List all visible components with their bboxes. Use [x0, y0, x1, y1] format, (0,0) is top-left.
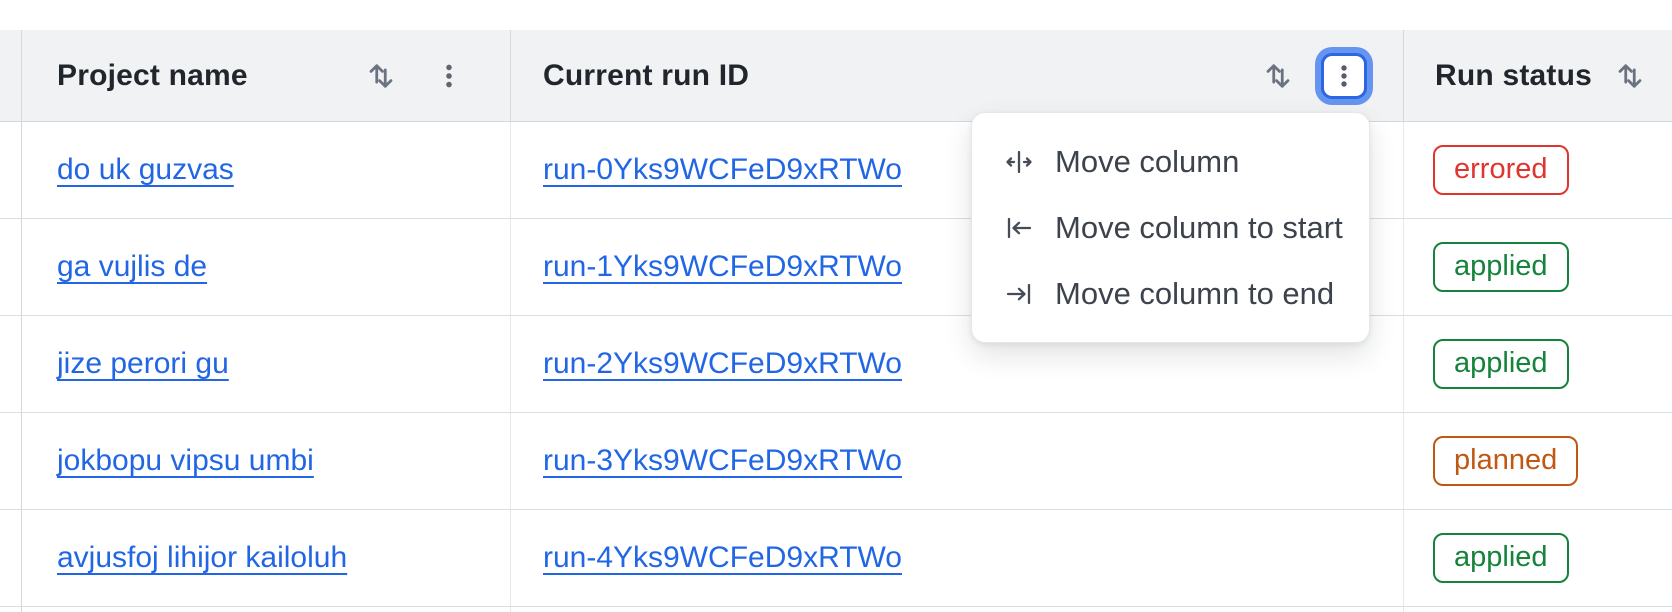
table-row: jize perori gu run-2Yks9WCFeD9xRTWo appl…: [0, 316, 1672, 413]
menu-item-label: Move column to start: [1055, 210, 1343, 245]
project-name-cell: ga vujlis de: [22, 219, 511, 315]
row-gutter-cell: [0, 510, 22, 606]
run-status-cell: [1404, 607, 1672, 612]
move-column-icon: [1006, 150, 1032, 174]
sort-icon: [1266, 63, 1290, 88]
table-row: avjusfoj lihijor kailoluh run-4Yks9WCFeD…: [0, 510, 1672, 607]
kebab-icon: [446, 64, 452, 87]
row-gutter-cell: [0, 219, 22, 315]
header-gutter-cell: [0, 30, 22, 121]
run-id-cell: run-0Yks9WCFeD9xRTWo: [511, 122, 1404, 218]
row-gutter-cell: [0, 122, 22, 218]
project-link[interactable]: ga vujlis de: [57, 250, 208, 283]
table-row-partial: [0, 607, 1672, 612]
run-id-cell: run-4Yks9WCFeD9xRTWo: [511, 510, 1404, 606]
project-name-cell: jize perori gu: [22, 316, 511, 412]
project-link[interactable]: jokbopu vipsu umbi: [57, 444, 314, 477]
run-id-link[interactable]: run-1Yks9WCFeD9xRTWo: [543, 250, 902, 283]
column-options-menu: Move column Move column to start Move co…: [971, 112, 1370, 343]
run-status-cell: applied: [1404, 316, 1672, 412]
column-header-run-status: Run status: [1404, 30, 1672, 121]
run-id-cell: [511, 607, 1404, 612]
move-column-start-icon: [1007, 217, 1032, 239]
sort-button[interactable]: [364, 59, 398, 93]
run-id-link[interactable]: run-0Yks9WCFeD9xRTWo: [543, 153, 902, 186]
project-link[interactable]: do uk guzvas: [57, 153, 234, 186]
project-name-cell: [22, 607, 511, 612]
menu-item-move-column[interactable]: Move column: [972, 129, 1369, 195]
sort-icon: [369, 63, 393, 88]
sort-button[interactable]: [1613, 59, 1647, 93]
table-header-row: Project name Current run ID: [0, 30, 1672, 122]
menu-item-label: Move column: [1055, 144, 1240, 179]
row-gutter-cell: [0, 607, 22, 612]
project-link[interactable]: jize perori gu: [57, 347, 229, 380]
run-id-link[interactable]: run-4Yks9WCFeD9xRTWo: [543, 541, 902, 574]
run-id-cell: run-3Yks9WCFeD9xRTWo: [511, 413, 1404, 509]
status-badge: planned: [1433, 436, 1579, 486]
table-row: ga vujlis de run-1Yks9WCFeD9xRTWo applie…: [0, 219, 1672, 316]
column-menu-button-open[interactable]: [1321, 52, 1367, 99]
table-row: do uk guzvas run-0Yks9WCFeD9xRTWo errore…: [0, 122, 1672, 219]
column-label: Current run ID: [543, 58, 750, 92]
run-status-cell: applied: [1404, 219, 1672, 315]
row-gutter-cell: [0, 316, 22, 412]
project-link[interactable]: avjusfoj lihijor kailoluh: [57, 541, 348, 574]
project-name-cell: avjusfoj lihijor kailoluh: [22, 510, 511, 606]
move-column-end-icon: [1006, 283, 1031, 305]
column-label: Project name: [57, 58, 248, 92]
menu-item-move-column-to-start[interactable]: Move column to start: [972, 195, 1369, 261]
run-status-cell: applied: [1404, 510, 1672, 606]
column-header-project-name: Project name: [22, 30, 511, 121]
run-status-cell: planned: [1404, 413, 1672, 509]
sort-icon: [1618, 63, 1642, 88]
row-gutter-cell: [0, 413, 22, 509]
project-name-cell: do uk guzvas: [22, 122, 511, 218]
run-id-cell: run-1Yks9WCFeD9xRTWo: [511, 219, 1404, 315]
kebab-icon: [1341, 64, 1347, 87]
status-badge: applied: [1433, 533, 1569, 583]
sort-button[interactable]: [1261, 59, 1295, 93]
run-status-cell: errored: [1404, 122, 1672, 218]
status-badge: errored: [1433, 145, 1569, 195]
column-menu-button[interactable]: [432, 59, 466, 93]
run-id-link[interactable]: run-3Yks9WCFeD9xRTWo: [543, 444, 902, 477]
column-header-current-run-id: Current run ID: [511, 30, 1404, 121]
status-badge: applied: [1433, 242, 1569, 292]
top-margin: [0, 0, 1672, 30]
menu-item-move-column-to-end[interactable]: Move column to end: [972, 261, 1369, 327]
menu-item-label: Move column to end: [1055, 276, 1335, 311]
status-badge: applied: [1433, 339, 1569, 389]
project-name-cell: jokbopu vipsu umbi: [22, 413, 511, 509]
table-row: jokbopu vipsu umbi run-3Yks9WCFeD9xRTWo …: [0, 413, 1672, 510]
run-id-link[interactable]: run-2Yks9WCFeD9xRTWo: [543, 347, 902, 380]
run-id-cell: run-2Yks9WCFeD9xRTWo: [511, 316, 1404, 412]
column-label: Run status: [1435, 58, 1593, 92]
